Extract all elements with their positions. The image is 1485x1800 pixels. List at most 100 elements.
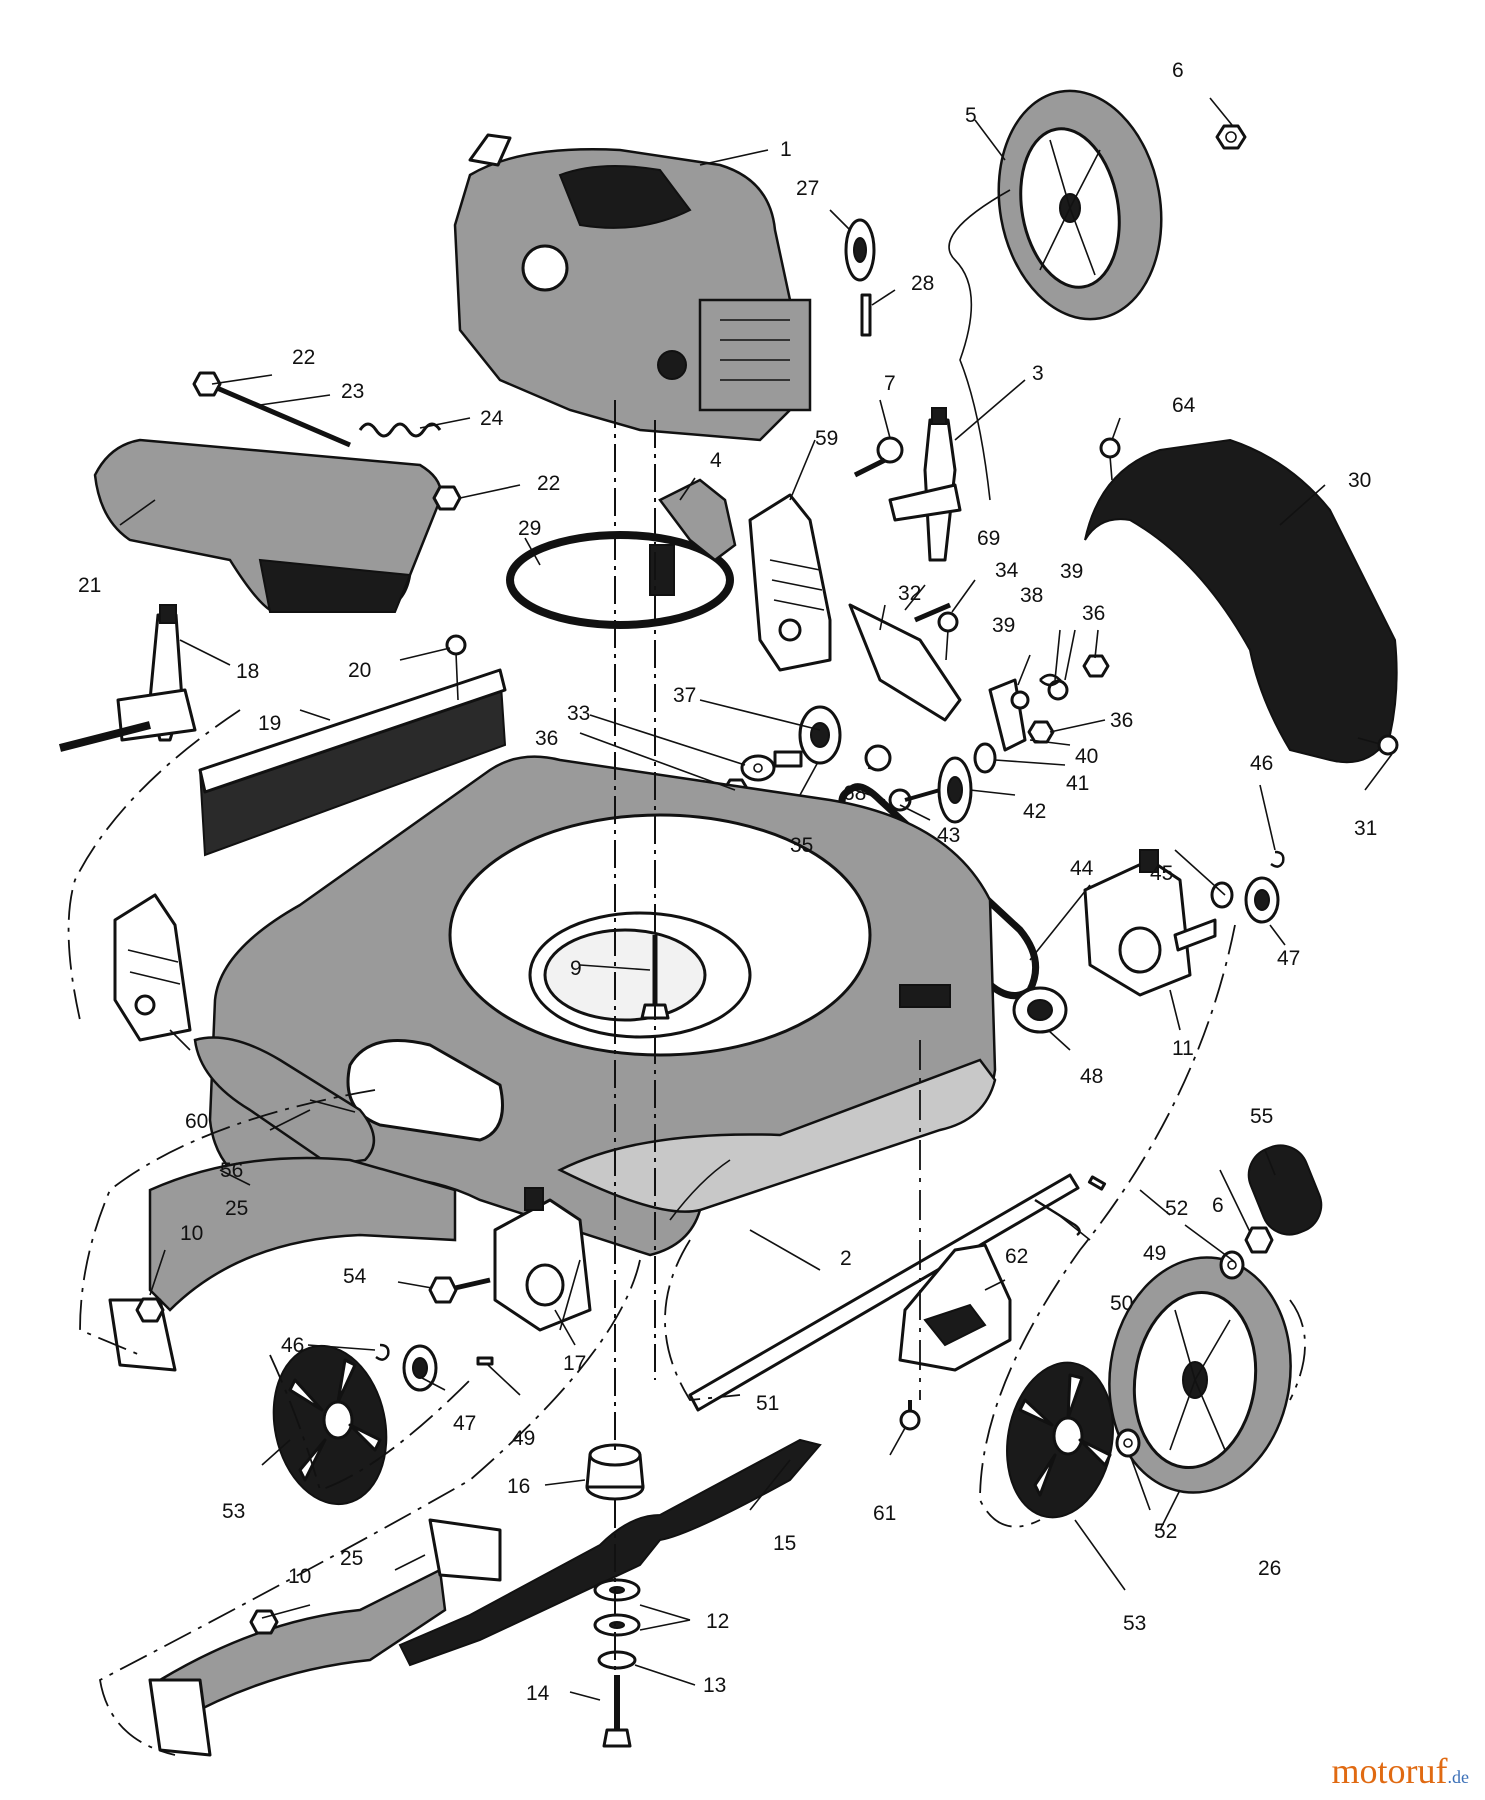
callout-25-upper: 25 <box>225 1197 248 1220</box>
callout-64: 64 <box>1172 394 1196 417</box>
callout-20: 20 <box>348 659 371 682</box>
callout-1: 1 <box>780 138 792 161</box>
callout-44: 44 <box>1070 857 1094 880</box>
callout-26: 26 <box>1258 1557 1281 1580</box>
callout-55: 55 <box>1250 1105 1273 1128</box>
callout-51: 51 <box>756 1392 779 1415</box>
screw-part-64 <box>1099 437 1121 481</box>
callout-36-left: 36 <box>535 727 558 750</box>
pinion-gear-part-47-left <box>402 1344 438 1392</box>
callout-54: 54 <box>343 1265 367 1288</box>
callout-39-left: 39 <box>992 614 1015 637</box>
lever-part-3 <box>888 407 962 562</box>
screw-part-34 <box>937 611 959 661</box>
callout-19: 19 <box>258 712 281 735</box>
callout-42: 42 <box>1023 800 1046 823</box>
bolt-part-54 <box>428 1276 491 1304</box>
screw-part-61 <box>899 1400 921 1431</box>
discharge-chute-part-30 <box>1084 438 1398 764</box>
washer-part-52-upper <box>1219 1250 1245 1280</box>
callout-13: 13 <box>703 1674 726 1697</box>
callout-7: 7 <box>884 372 896 395</box>
nut-part-6 <box>1215 124 1247 150</box>
pin-part-49-right <box>1087 1175 1107 1191</box>
rear-wheel-part-26 <box>1108 1256 1292 1494</box>
callout-47-left: 47 <box>453 1412 476 1435</box>
nut-part-22-top <box>192 371 222 397</box>
dipstick-handle-icon <box>468 133 512 167</box>
watermark-logo: motoruf.de <box>1332 1750 1469 1792</box>
callout-40: 40 <box>1075 745 1098 768</box>
mower-deck-part-2 <box>208 755 997 1257</box>
callout-43: 43 <box>937 824 960 847</box>
callout-53-left: 53 <box>222 1500 245 1523</box>
blade-part-15 <box>398 1438 822 1667</box>
screw-part-20 <box>445 634 467 701</box>
callout-36-right: 36 <box>1110 709 1133 732</box>
center-axis-line <box>614 400 656 1700</box>
height-adjuster-part-59 <box>748 493 832 672</box>
callout-35: 35 <box>790 834 813 857</box>
callout-32: 32 <box>898 582 921 605</box>
drive-gear-part-35 <box>798 705 842 765</box>
callout-11: 11 <box>1172 1037 1194 1060</box>
callout-33: 33 <box>567 702 590 725</box>
callout-46-left: 46 <box>281 1334 304 1357</box>
washer-parts-12 <box>593 1578 641 1637</box>
height-adjuster-part-11 <box>1083 849 1217 997</box>
callout-9: 9 <box>570 957 582 980</box>
callout-14: 14 <box>526 1682 550 1705</box>
guide-line-front <box>664 1239 741 1401</box>
guide-line-blade <box>559 1159 731 1331</box>
wheel-cover-part-53-right <box>1006 1361 1114 1519</box>
watermark-text: motoruf <box>1331 1751 1448 1791</box>
callout-10-lower: 10 <box>288 1565 311 1588</box>
spring-part-24 <box>358 422 442 438</box>
callout-15: 15 <box>773 1532 796 1555</box>
plate-part-32 <box>848 603 962 722</box>
callout-52-lower: 52 <box>1154 1520 1177 1543</box>
mulch-plug-part-56 <box>193 1036 375 1167</box>
rod-part-23 <box>209 382 351 448</box>
callout-17: 17 <box>563 1352 586 1375</box>
callout-68: 68 <box>843 782 866 805</box>
bolt-part-69 <box>914 602 951 623</box>
guide-line-left-top <box>67 709 241 1021</box>
axle-part-51 <box>688 1173 1080 1412</box>
callout-30: 30 <box>1348 469 1371 492</box>
pulley-part-48 <box>1012 986 1068 1034</box>
guide-line-right <box>979 924 1236 1528</box>
callout-53-right: 53 <box>1123 1612 1146 1635</box>
bolt-part-43 <box>888 788 941 812</box>
callout-labels: 1 2 3 4 5 6 6 7 9 10 10 11 12 13 14 15 1… <box>78 59 1377 1705</box>
callout-39-right: 39 <box>1060 560 1083 583</box>
callout-4: 4 <box>710 449 722 472</box>
callout-48: 48 <box>1080 1065 1103 1088</box>
nut-part-6-lower <box>1244 1226 1274 1254</box>
washer-part-52-lower <box>1115 1428 1141 1458</box>
pin-part-49-left <box>476 1356 494 1366</box>
callout-34: 34 <box>995 559 1019 582</box>
callout-6-lower: 6 <box>1212 1194 1224 1217</box>
baffle-ring-part-29 <box>506 531 734 629</box>
callout-27: 27 <box>796 177 819 200</box>
callout-28: 28 <box>911 272 934 295</box>
callout-3: 3 <box>1032 362 1044 385</box>
lock-washer-part-13 <box>597 1650 637 1670</box>
callout-21: 21 <box>78 574 101 597</box>
callout-50: 50 <box>1110 1292 1133 1315</box>
callout-23: 23 <box>341 380 364 403</box>
callout-22-top: 22 <box>292 346 315 369</box>
callout-45: 45 <box>1150 862 1173 885</box>
callout-12: 12 <box>706 1610 729 1633</box>
callout-25-lower: 25 <box>340 1547 363 1570</box>
callout-29: 29 <box>518 517 541 540</box>
nut-part-22-side <box>432 485 462 511</box>
callout-5: 5 <box>965 104 977 127</box>
screw-part-31 <box>1357 734 1399 756</box>
front-lever-part-18 <box>59 604 197 752</box>
blade-adapter-part-16 <box>585 1443 645 1501</box>
callout-16: 16 <box>507 1475 530 1498</box>
